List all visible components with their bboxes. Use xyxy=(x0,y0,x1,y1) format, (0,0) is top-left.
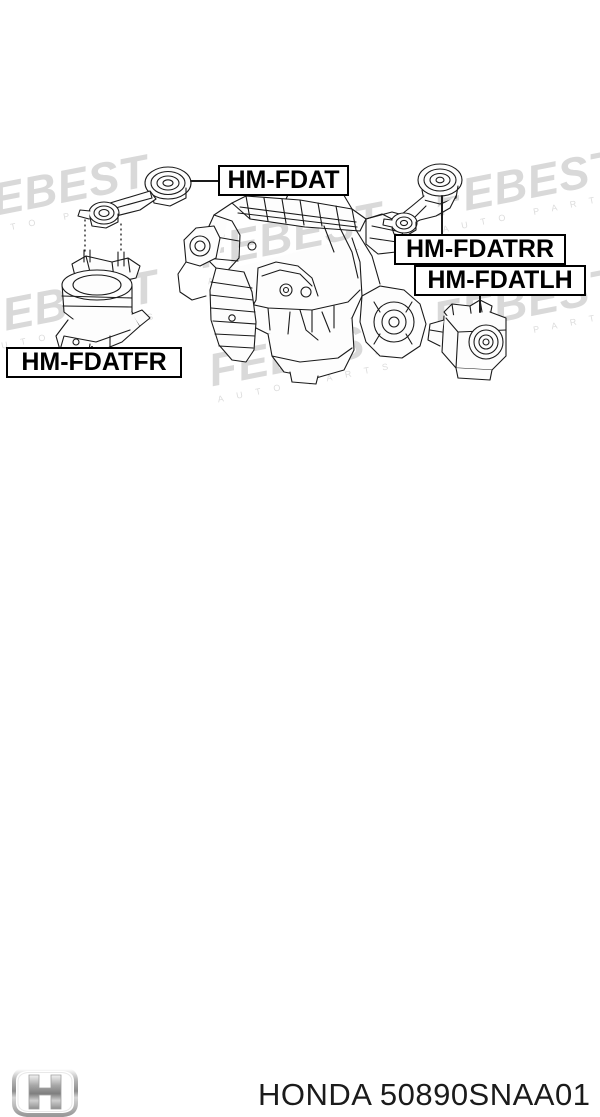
honda-logo xyxy=(12,1067,78,1117)
footer-bar: HONDA 50890SNAA01 xyxy=(0,525,600,1117)
callout-label-fdat: HM-FDAT xyxy=(218,165,349,196)
engine-block-illustration xyxy=(177,171,427,385)
footer-part-number: HONDA 50890SNAA01 xyxy=(258,1077,591,1112)
diagram-area: FEBEST AUTO PARTS FEBEST AUTO PARTS FEBE… xyxy=(0,0,600,525)
callout-label-fdatlh: HM-FDATLH xyxy=(414,265,586,296)
left-mount-assembly xyxy=(427,299,507,381)
callout-label-fdatrr: HM-FDATRR xyxy=(394,234,566,265)
parts-illustration xyxy=(55,163,507,385)
rear-mount-assembly xyxy=(382,163,463,237)
front-mount-assembly xyxy=(55,249,151,357)
torque-rod-assembly xyxy=(77,166,192,229)
callout-label-fdatfr: HM-FDATFR xyxy=(6,347,182,378)
alignment-lines xyxy=(84,219,122,255)
